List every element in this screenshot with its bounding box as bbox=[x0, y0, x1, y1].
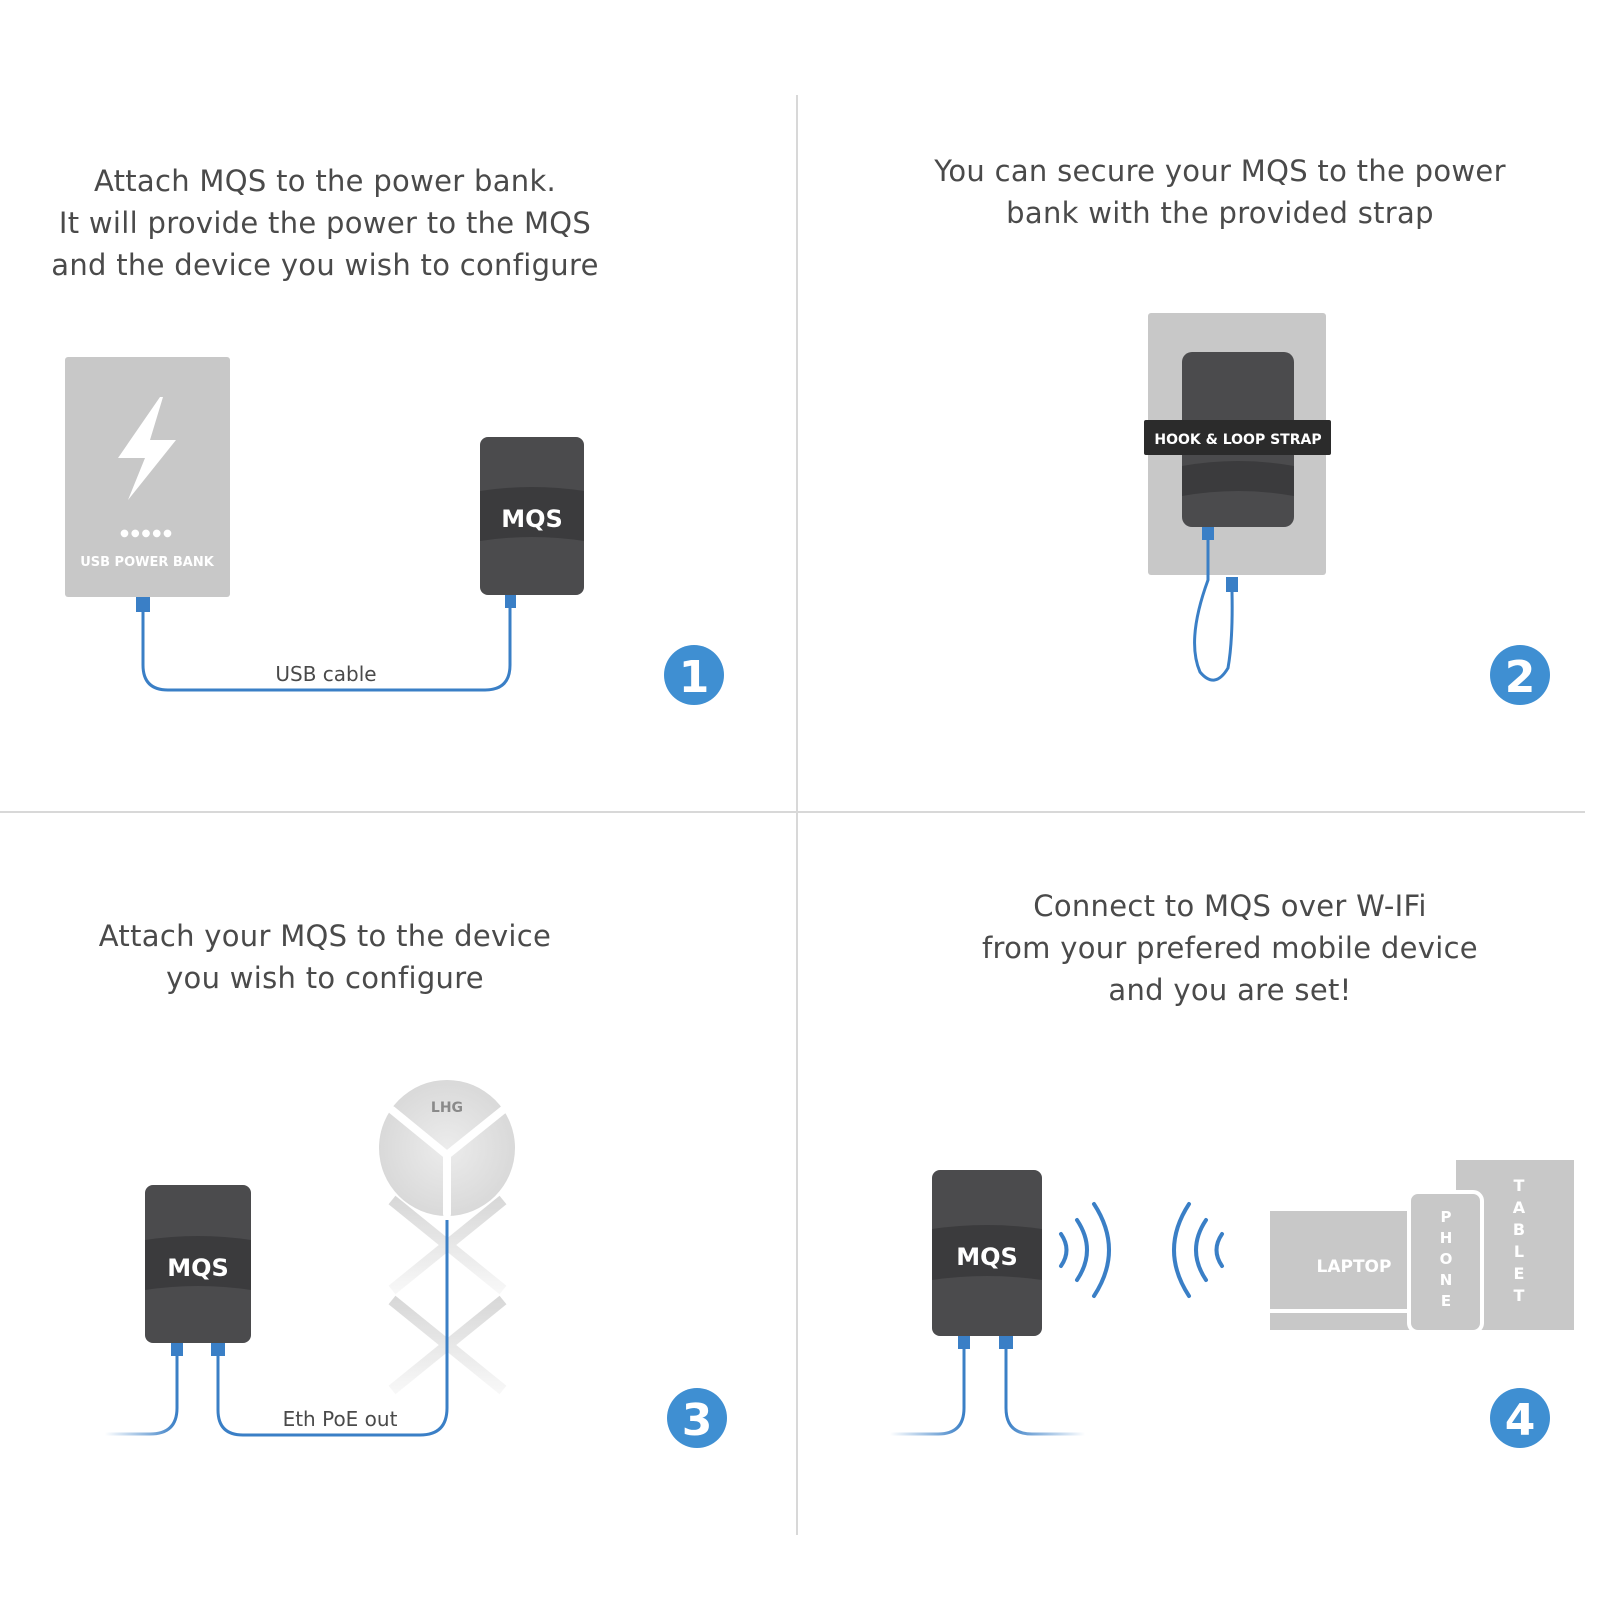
laptop-label: LAPTOP bbox=[1317, 1257, 1392, 1277]
step-badge-2 bbox=[1490, 645, 1550, 705]
laptop bbox=[1270, 1211, 1418, 1309]
lhg-antenna: LHG bbox=[379, 1080, 515, 1218]
caption-line: from your prefered mobile device bbox=[982, 931, 1478, 965]
step-1-caption: Attach MQS to the power bank. It will pr… bbox=[20, 160, 630, 286]
step-2-illustration: HOOK & LOOP STRAP 2 bbox=[1144, 313, 1550, 705]
mqs-device: MQS bbox=[932, 1170, 1042, 1336]
lightning-icon bbox=[118, 397, 176, 500]
mqs-device: MQS bbox=[480, 437, 584, 595]
hook-loop-strap bbox=[1144, 420, 1331, 455]
step-number-3: 3 bbox=[682, 1395, 713, 1446]
power-bank bbox=[65, 357, 230, 597]
caption-line: and the device you wish to configure bbox=[51, 248, 599, 282]
caption-line: and you are set! bbox=[1108, 973, 1352, 1007]
power-cable bbox=[105, 1356, 179, 1436]
usb-connector bbox=[136, 597, 150, 612]
step-1-illustration: ●●●●● USB POWER BANK MQS USB cable 1 bbox=[65, 357, 724, 705]
step-2-caption: You can secure your MQS to the power ban… bbox=[880, 150, 1560, 234]
step-3-illustration: LHG MQS Eth PoE out 3 bbox=[105, 1080, 727, 1455]
mqs-label: MQS bbox=[167, 1254, 229, 1282]
eth-connector bbox=[171, 1343, 183, 1356]
step-number-4: 4 bbox=[1505, 1395, 1536, 1446]
caption-line: you wish to configure bbox=[166, 961, 484, 995]
step-badge-3 bbox=[667, 1388, 727, 1448]
step-number-1: 1 bbox=[679, 652, 710, 703]
step-number-2: 2 bbox=[1505, 652, 1536, 703]
usb-cable-label: USB cable bbox=[275, 662, 376, 686]
mqs-label: MQS bbox=[501, 505, 563, 533]
eth-connector bbox=[211, 1343, 225, 1356]
lhg-label: LHG bbox=[431, 1100, 463, 1116]
step-badge-1 bbox=[664, 645, 724, 705]
caption-line: bank with the provided strap bbox=[1006, 196, 1434, 230]
usb-cable bbox=[1193, 540, 1234, 682]
usb-connector bbox=[958, 1336, 970, 1349]
usb-cable bbox=[141, 608, 512, 692]
phone bbox=[1407, 1190, 1484, 1334]
usb-connector bbox=[505, 595, 516, 608]
eth-poe-cable bbox=[216, 1220, 449, 1437]
usb-connector bbox=[1226, 577, 1238, 592]
usb-connector bbox=[1202, 527, 1214, 540]
power-bank-label: USB POWER BANK bbox=[80, 555, 215, 570]
power-bank-dots: ●●●●● bbox=[120, 528, 174, 539]
power-cable bbox=[890, 1349, 966, 1436]
step-4-caption: Connect to MQS over W-IFi from your pref… bbox=[900, 885, 1560, 1011]
eth-cable-label: Eth PoE out bbox=[283, 1407, 398, 1431]
caption-line: It will provide the power to the MQS bbox=[58, 206, 592, 240]
wifi-waves-icon bbox=[1059, 1202, 1224, 1298]
caption-line: Connect to MQS over W-IFi bbox=[1033, 889, 1427, 923]
mqs-label: MQS bbox=[956, 1243, 1018, 1271]
mqs-device: MQS bbox=[145, 1185, 251, 1343]
strap-label: HOOK & LOOP STRAP bbox=[1154, 432, 1321, 448]
step-badge-4 bbox=[1490, 1388, 1550, 1448]
cable bbox=[1004, 1349, 1085, 1436]
caption-line: Attach MQS to the power bank. bbox=[93, 164, 557, 198]
usb-connector bbox=[999, 1336, 1013, 1349]
step-3-caption: Attach your MQS to the device you wish t… bbox=[20, 915, 630, 999]
caption-line: Attach your MQS to the device bbox=[98, 919, 552, 953]
caption-line: You can secure your MQS to the power bbox=[934, 154, 1506, 188]
laptop-base bbox=[1270, 1313, 1418, 1330]
